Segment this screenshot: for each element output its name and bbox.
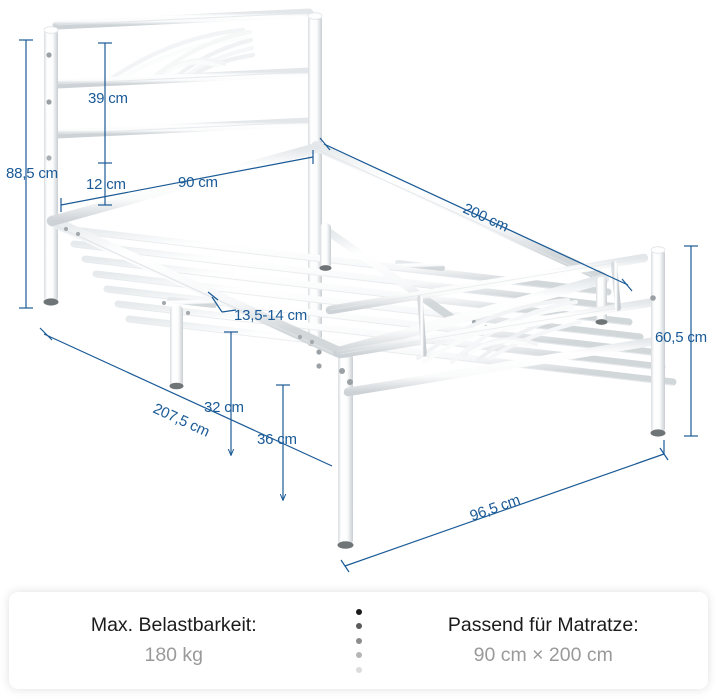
- leg-far-right: [595, 277, 608, 325]
- divider-dot-1: [355, 608, 362, 615]
- label-headboard-gap: 12 cm: [86, 176, 126, 193]
- spec-mattress-size-label: Passend für Matratze:: [447, 613, 639, 636]
- label-footboard-height: 60,5 cm: [655, 329, 707, 346]
- label-headboard-panel: 39 cm: [88, 90, 128, 107]
- dimension-footboard-height: [684, 245, 698, 437]
- label-total-width: 96,5 cm: [468, 491, 523, 524]
- side-rails: [46, 141, 609, 358]
- label-slat-spacing: 13,5-14 cm: [234, 307, 307, 324]
- specs-info-card: Max. Belastbarkeit: 180 kg Passend für M…: [9, 592, 708, 689]
- headboard-ornament: [109, 27, 256, 83]
- dimension-clearance-under: [224, 331, 238, 455]
- label-total-height: 88,5 cm: [6, 165, 58, 182]
- label-clearance-under: 32 cm: [204, 399, 244, 416]
- headboard-post-left: [43, 26, 59, 306]
- dimension-total-height: [19, 39, 33, 309]
- spec-mattress-size: Passend für Matratze: 90 cm × 200 cm: [379, 613, 709, 667]
- dimension-deck-height: [276, 384, 290, 500]
- footboard-post-right: [650, 246, 666, 437]
- headboard: [52, 8, 314, 139]
- dimension-inner-width: [60, 150, 314, 212]
- dimension-total-length: [39, 327, 333, 467]
- footboard: [325, 253, 667, 397]
- leg-near-left: [169, 305, 184, 390]
- dimension-annotations: [19, 39, 698, 573]
- divider-dot-2: [355, 623, 362, 629]
- diagram-canvas: 88,5 cm 39 cm 12 cm 90 cm 200 cm 13,5-14…: [6, 8, 707, 573]
- leg-far-center: [319, 223, 332, 271]
- label-inner-length: 200 cm: [460, 200, 511, 235]
- divider-dot-4: [355, 652, 362, 658]
- spec-max-load-label: Max. Belastbarkeit:: [90, 613, 257, 636]
- spec-mattress-size-value: 90 cm × 200 cm: [473, 644, 613, 666]
- divider-dot-3: [355, 637, 362, 644]
- spec-max-load-value: 180 kg: [144, 644, 204, 666]
- dimension-headboard-gap: [98, 163, 112, 206]
- dimension-inner-length: [319, 137, 633, 292]
- dimension-slat-spacing: [207, 291, 237, 313]
- leg-near-center: [337, 350, 354, 549]
- dot-divider: [339, 608, 379, 673]
- label-deck-height: 36 cm: [257, 431, 297, 448]
- bed-frame-illustration: [43, 8, 677, 549]
- bed-frame-dimension-diagram: 88,5 cm 39 cm 12 cm 90 cm 200 cm 13,5-14…: [6, 8, 707, 573]
- label-inner-width: 90 cm: [178, 174, 218, 191]
- divider-dot-5: [355, 666, 362, 673]
- spec-max-load: Max. Belastbarkeit: 180 kg: [9, 613, 339, 667]
